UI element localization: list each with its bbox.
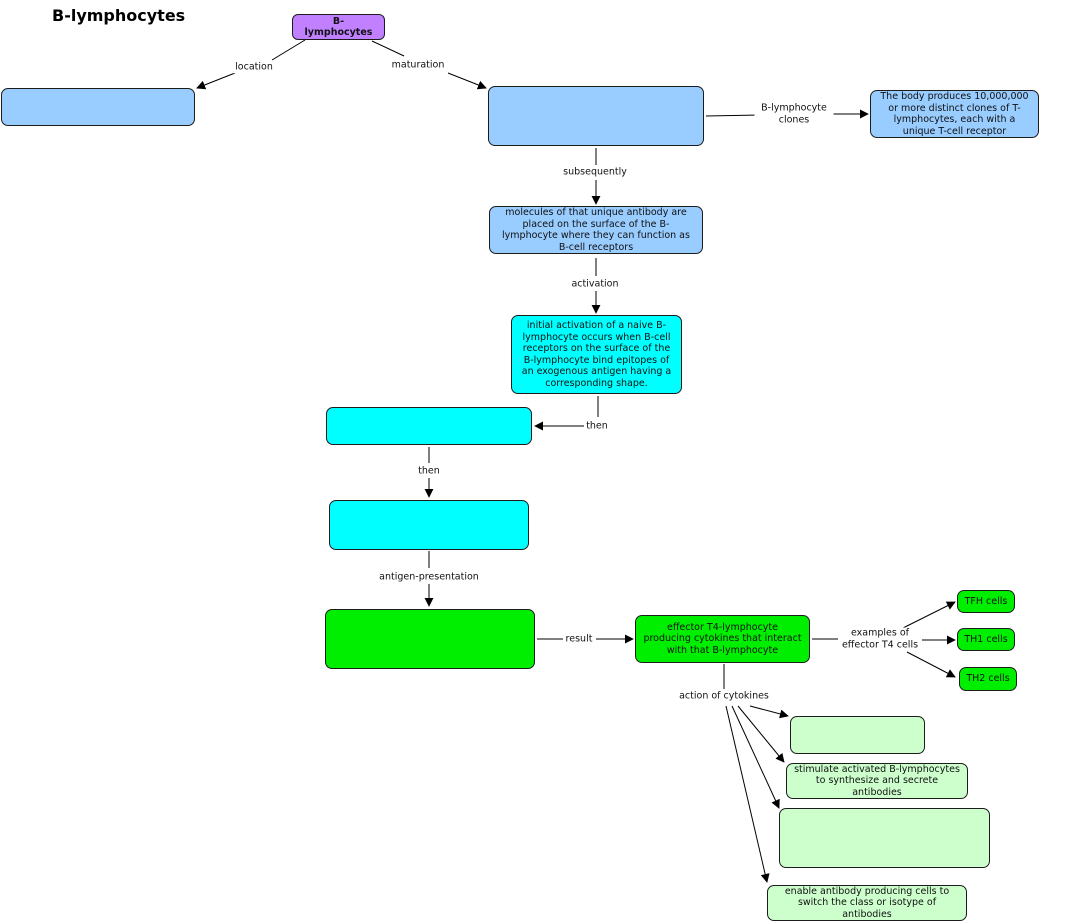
node-maturation-target[interactable] (488, 86, 704, 146)
link-label-activation: activation (569, 278, 621, 290)
arrow-cytokine-2 (737, 705, 785, 763)
line-root-maturation (371, 40, 405, 57)
link-label-cytokines: action of cytokines (677, 690, 771, 702)
link-label-subsequently: subsequently (561, 166, 629, 178)
node-tfh-cells[interactable]: TFH cells (957, 590, 1015, 613)
node-clones-description[interactable]: The body produces 10,000,000 or more dis… (870, 90, 1039, 138)
node-location-target[interactable] (1, 88, 195, 126)
node-then-step-2[interactable] (329, 500, 529, 550)
arrow-th2 (906, 651, 956, 678)
link-label-then-1: then (584, 420, 610, 432)
link-label-result: result (563, 633, 595, 645)
link-label-clones: B-lymphocyte clones (754, 102, 834, 126)
node-root[interactable]: B-lymphocytes (292, 14, 385, 40)
node-cytokine-effect-2[interactable]: stimulate activated B-lymphocytes to syn… (786, 763, 968, 799)
line-clones (705, 114, 761, 117)
link-label-examples: examples of effector T4 cells (838, 627, 922, 651)
node-cytokine-effect-1[interactable] (790, 716, 925, 754)
node-effector-t4[interactable]: effector T4-lymphocyte producing cytokin… (635, 615, 810, 663)
node-antibody-molecules[interactable]: molecules of that unique antibody are pl… (489, 206, 703, 254)
link-label-location: location (233, 61, 275, 73)
link-label-antigen-presentation: antigen-presentation (377, 571, 481, 583)
node-then-step-1[interactable] (326, 407, 532, 445)
node-th1-cells[interactable]: TH1 cells (957, 628, 1015, 651)
link-label-maturation: maturation (389, 59, 447, 71)
arrow-cytokine-3 (731, 705, 780, 809)
arrow-cytokine-1 (749, 705, 789, 719)
node-cytokine-effect-3[interactable] (779, 808, 990, 868)
arrow-tfh (902, 601, 956, 629)
line-root-location (271, 39, 306, 61)
arrow-location (196, 72, 236, 90)
page-title: B-lymphocytes (52, 6, 186, 25)
node-antigen-presentation-target[interactable] (325, 609, 535, 669)
link-label-then-2: then (416, 465, 442, 477)
node-th2-cells[interactable]: TH2 cells (959, 667, 1017, 691)
node-initial-activation[interactable]: initial activation of a naive B-lymphocy… (511, 315, 682, 394)
arrow-cytokine-4 (725, 705, 770, 883)
arrow-maturation (447, 72, 487, 90)
node-cytokine-effect-4[interactable]: enable antibody producing cells to switc… (767, 885, 967, 921)
